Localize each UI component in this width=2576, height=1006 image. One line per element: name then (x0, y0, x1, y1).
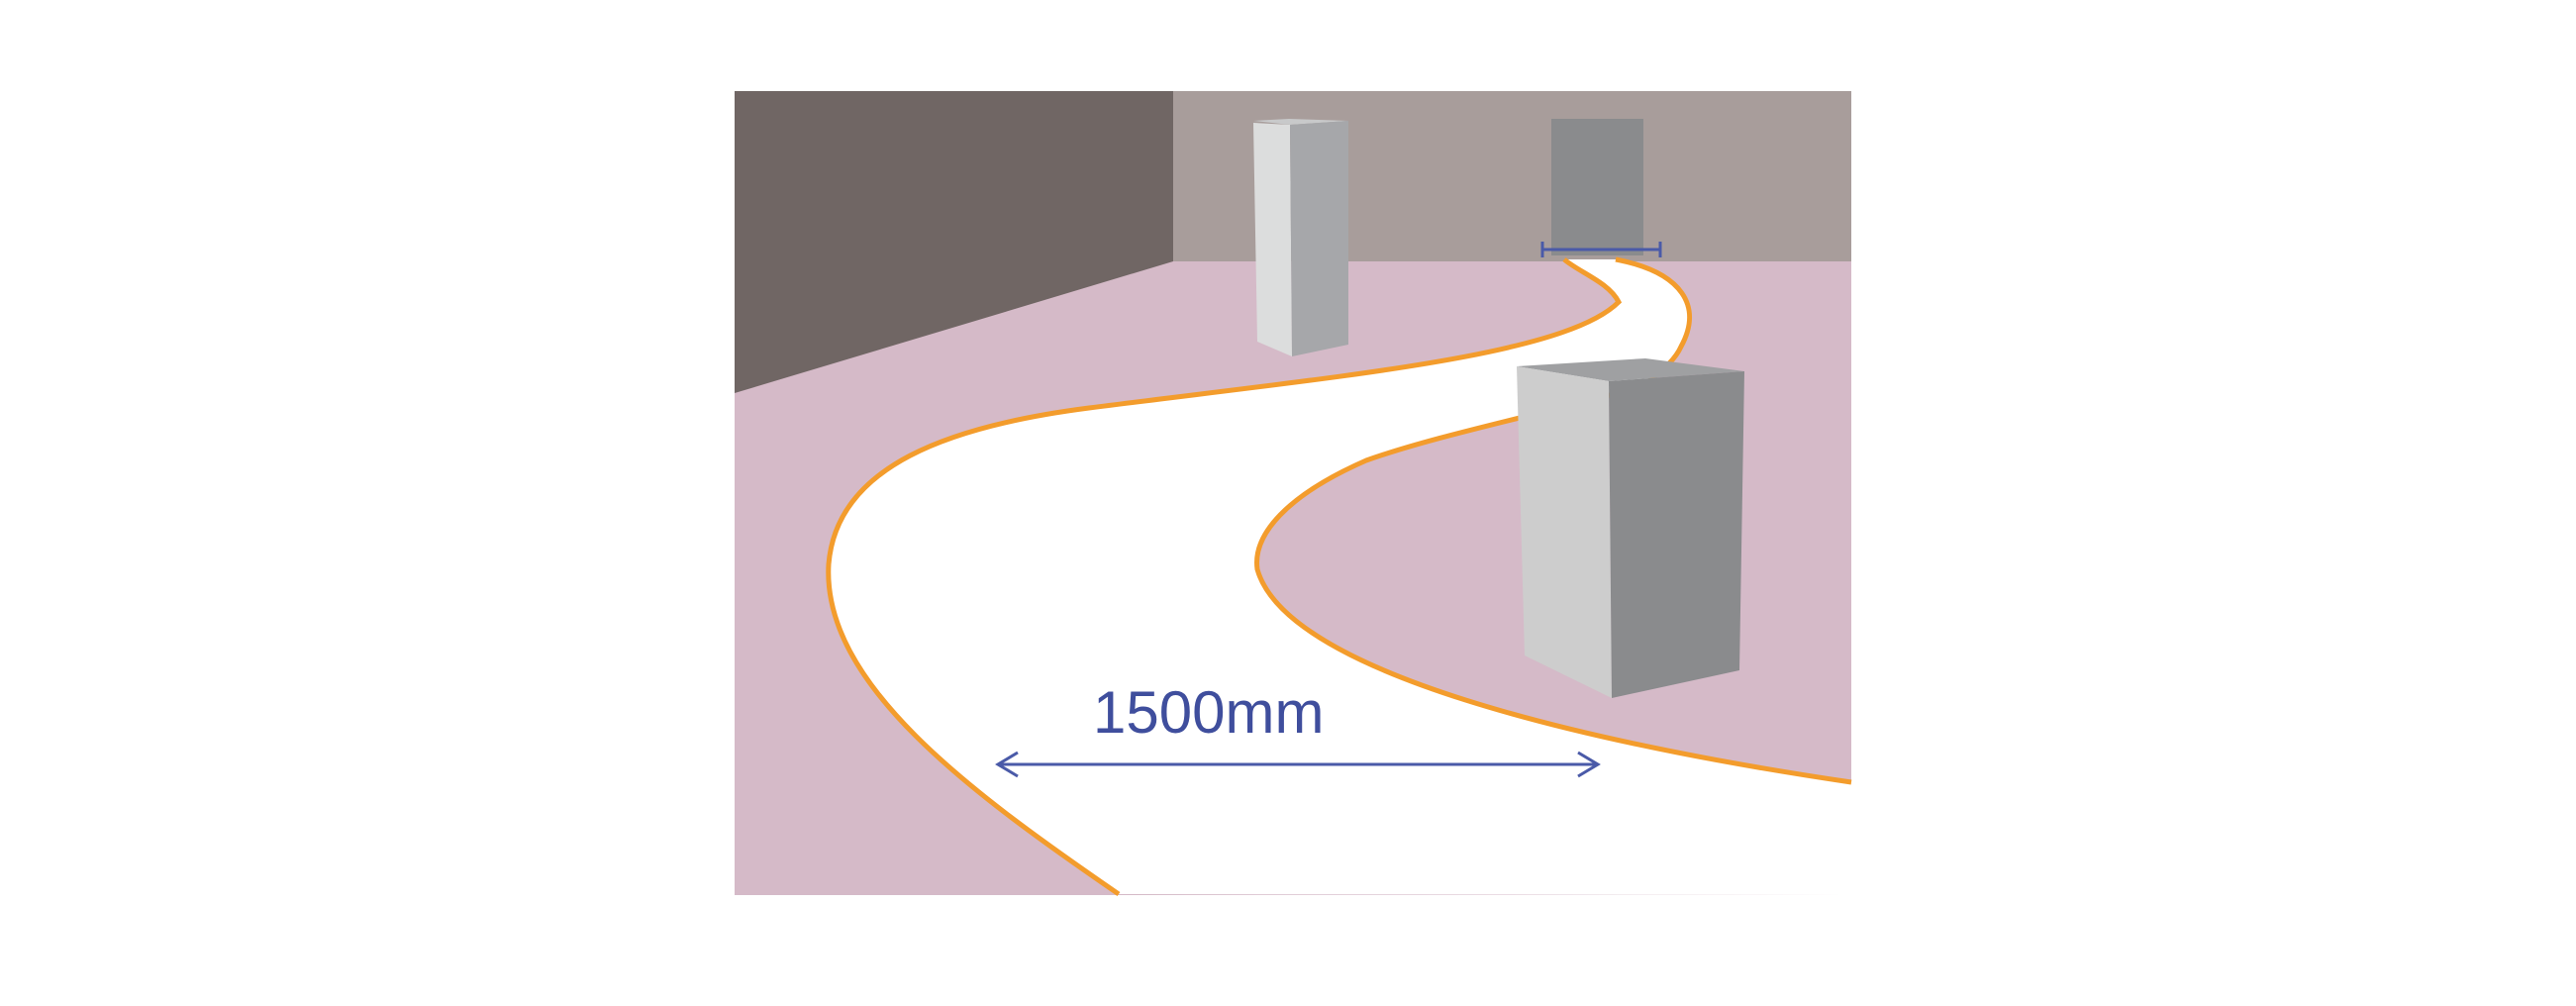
far-pillar (1551, 119, 1643, 255)
tall-pillar (1253, 119, 1348, 356)
large-box-front (1517, 366, 1612, 698)
tall-pillar-top (1253, 119, 1348, 125)
path-edge-right (1254, 256, 1852, 785)
path-edge-left (826, 257, 1623, 897)
tall-pillar-front (1253, 123, 1292, 356)
left-wall (735, 91, 1173, 393)
large-box-top (1517, 358, 1744, 381)
large-box (1517, 358, 1744, 698)
width-dimension: 1500mm (995, 679, 1601, 778)
large-box-side (1609, 371, 1744, 698)
tall-pillar-side (1290, 121, 1348, 356)
width-dimension-label: 1500mm (1093, 679, 1324, 746)
arrow-left-icon (995, 751, 1019, 778)
narrow-gap-dimension (1540, 242, 1662, 257)
arrow-right-icon (1577, 751, 1601, 778)
